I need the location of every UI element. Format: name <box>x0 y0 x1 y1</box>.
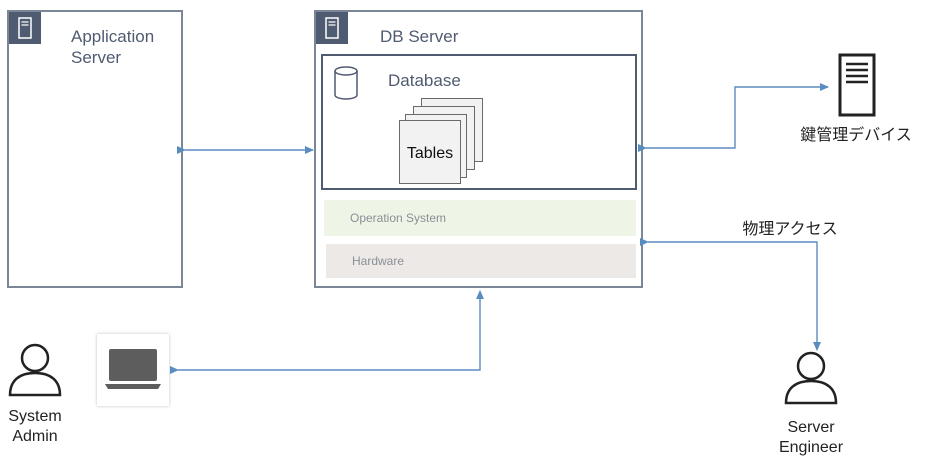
database-icon <box>334 66 358 100</box>
database-title: Database <box>388 71 461 90</box>
operation-system-band: Operation System <box>324 200 636 236</box>
server-engineer-label: Server Engineer <box>778 419 844 456</box>
server-icon <box>316 12 348 44</box>
hardware-band: Hardware <box>326 244 636 278</box>
application-server-title: Application Server <box>71 27 155 67</box>
tables-label: Tables <box>406 145 454 162</box>
db-server-box: DB Server Database Tables Operation Syst… <box>314 10 643 288</box>
physical-access-label: 物理アクセス <box>742 221 838 238</box>
laptop-card <box>97 334 169 406</box>
database-box: Database Tables <box>321 54 637 190</box>
db-key-device-connector <box>638 83 829 152</box>
key-device-icon <box>838 53 876 117</box>
system-admin-person-icon <box>8 343 62 397</box>
system-admin-label: System Admin <box>8 408 62 445</box>
table-sheet <box>399 120 461 184</box>
application-server-box: Application Server <box>7 10 183 288</box>
db-server-title: DB Server <box>380 27 459 46</box>
physical-access-connector <box>640 238 821 351</box>
admin-db-connector <box>170 290 484 374</box>
server-icon <box>9 12 41 44</box>
laptop-icon <box>105 349 161 389</box>
server-engineer-person-icon <box>784 351 838 405</box>
